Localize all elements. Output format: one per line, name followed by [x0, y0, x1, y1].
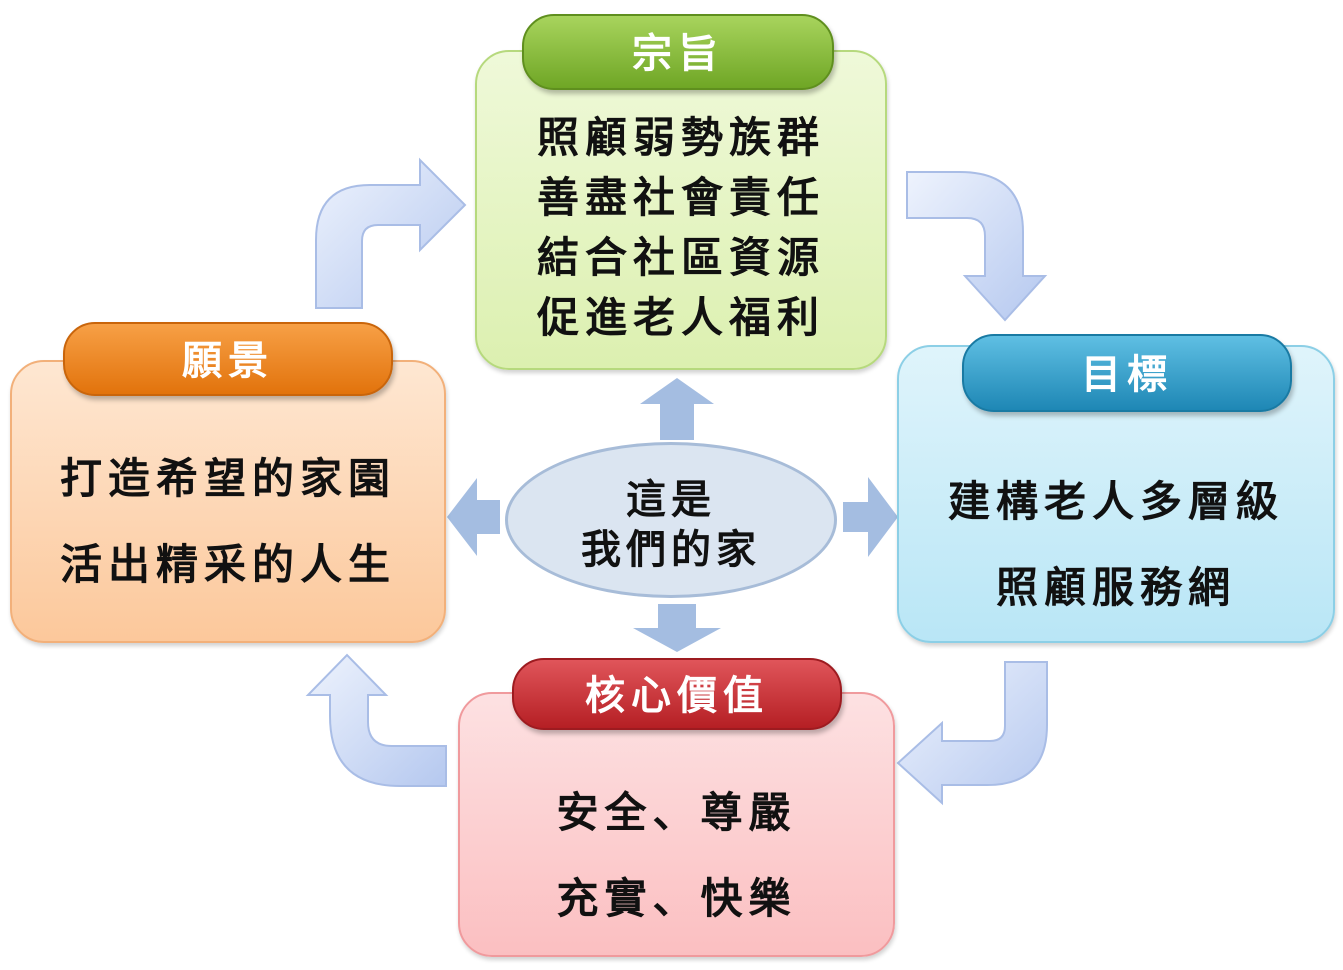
goal-title: 目標 — [962, 334, 1292, 412]
vision-lines: 打造希望的家園 活出精采的人生 — [12, 436, 444, 608]
curved-arrow-goal-to-core — [896, 661, 1048, 806]
center-lines: 這是 我們的家 — [508, 475, 834, 575]
purpose-line: 結合社區資源 — [536, 233, 825, 282]
goal-line: 照顧服務網 — [995, 563, 1236, 612]
core-values-lines: 安全、尊嚴 充實、快樂 — [460, 770, 893, 942]
core-values-box: 安全、尊嚴 充實、快樂 — [458, 692, 895, 957]
arrow-down — [633, 604, 721, 652]
vision-title: 願景 — [63, 322, 393, 396]
center-line: 這是 — [626, 477, 716, 523]
curved-arrow-vision-to-purpose — [315, 157, 467, 309]
vision-line: 活出精采的人生 — [59, 540, 396, 589]
purpose-box: 照顧弱勢族群 善盡社會責任 結合社區資源 促進老人福利 — [475, 50, 887, 370]
purpose-line: 照顧弱勢族群 — [536, 113, 825, 162]
vision-box: 打造希望的家園 活出精采的人生 — [10, 360, 446, 643]
curved-arrow-core-to-vision — [305, 653, 447, 787]
core-values-title: 核心價值 — [512, 658, 842, 730]
center-ellipse: 這是 我們的家 — [505, 442, 837, 598]
center-line: 我們的家 — [581, 527, 761, 573]
purpose-line: 促進老人福利 — [536, 293, 825, 342]
goal-line: 建構老人多層級 — [947, 477, 1284, 526]
core-values-line: 充實、快樂 — [556, 874, 797, 923]
arrow-right — [843, 477, 898, 557]
curved-arrow-purpose-to-goal — [906, 171, 1048, 322]
vision-line: 打造希望的家園 — [59, 454, 396, 503]
purpose-line: 善盡社會責任 — [536, 173, 825, 222]
arrow-left — [447, 478, 500, 556]
purpose-title: 宗旨 — [522, 14, 834, 90]
goal-lines: 建構老人多層級 照顧服務網 — [899, 459, 1333, 631]
purpose-lines: 照顧弱勢族群 善盡社會責任 結合社區資源 促進老人福利 — [477, 108, 885, 348]
core-values-line: 安全、尊嚴 — [556, 788, 797, 837]
arrow-up — [640, 378, 714, 440]
